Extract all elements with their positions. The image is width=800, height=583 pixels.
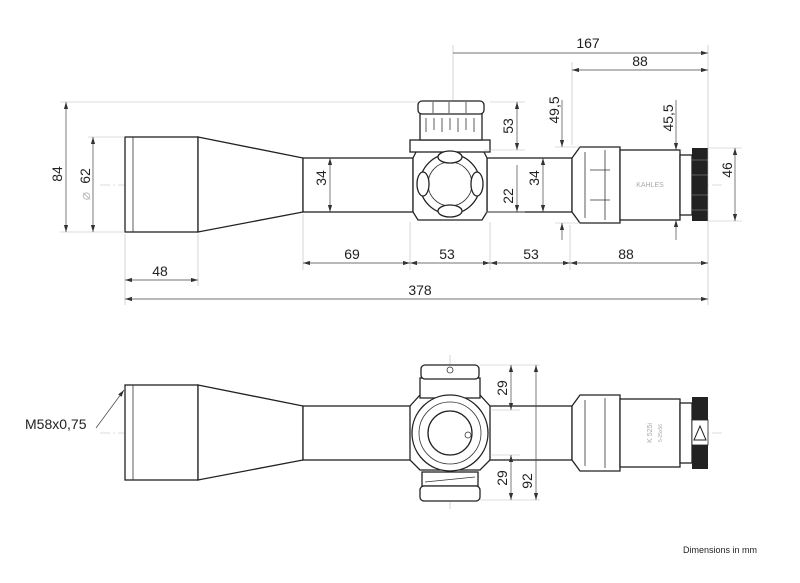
dim-84: 84	[49, 166, 65, 182]
dim-29-top: 29	[494, 380, 510, 396]
triangle-mark-icon	[693, 424, 707, 441]
scope-top-view: KAHLES	[100, 100, 725, 233]
dim-88-top: 88	[632, 53, 648, 69]
magnification-ring-side	[571, 394, 621, 472]
diameter-symbol: ⌀	[77, 192, 93, 200]
dim-53-a: 53	[439, 246, 455, 262]
dim-167: 167	[576, 35, 600, 51]
model-label: K 525i	[647, 423, 654, 443]
dim-69: 69	[344, 246, 360, 262]
dim-dia-62: 62	[77, 168, 93, 184]
lower-knob	[419, 485, 481, 502]
dim-dia-34-front: 34	[313, 170, 329, 186]
dim-dia-34-rear: 34	[526, 170, 542, 186]
main-tube-rear	[486, 157, 573, 213]
dim-22: 22	[500, 188, 516, 204]
dim-29-bottom: 29	[494, 470, 510, 486]
diopter-knurl	[692, 148, 708, 221]
side-view-dimensions: 29 29 92 M58x0,75	[25, 364, 540, 501]
dim-48: 48	[152, 263, 168, 279]
dim-dia-49-5: 49,5	[546, 96, 562, 123]
magnification-ring	[571, 146, 621, 224]
dim-378: 378	[408, 282, 432, 298]
objective-bell-side	[124, 384, 199, 481]
elevation-scale	[419, 111, 483, 141]
scope-side-view: K 525i 5-25x56	[100, 355, 725, 510]
turret-base-ring	[409, 139, 491, 153]
eyepiece-body-side	[619, 398, 681, 468]
top-view-dimensions: 167 88 84 62 ⌀ 48 378 69 53 53 88 53 22 …	[49, 35, 742, 305]
elevation-cap-side	[420, 364, 480, 380]
elevation-knob-cap	[417, 100, 485, 115]
units-note: Dimensions in mm	[683, 545, 757, 555]
objective-cone	[197, 136, 304, 233]
dim-53-b: 53	[523, 246, 539, 262]
dim-92: 92	[519, 473, 535, 489]
thread-label: M58x0,75	[25, 416, 87, 432]
magnification-label: 5-25x56	[658, 424, 664, 442]
dim-88-bottom: 88	[618, 246, 634, 262]
objective-bell	[124, 136, 199, 233]
dim-dia-45-5: 45,5	[660, 104, 676, 131]
brand-logo: KAHLES	[636, 182, 664, 189]
dim-53-vertical: 53	[500, 118, 516, 134]
dim-dia-46: 46	[719, 162, 735, 178]
